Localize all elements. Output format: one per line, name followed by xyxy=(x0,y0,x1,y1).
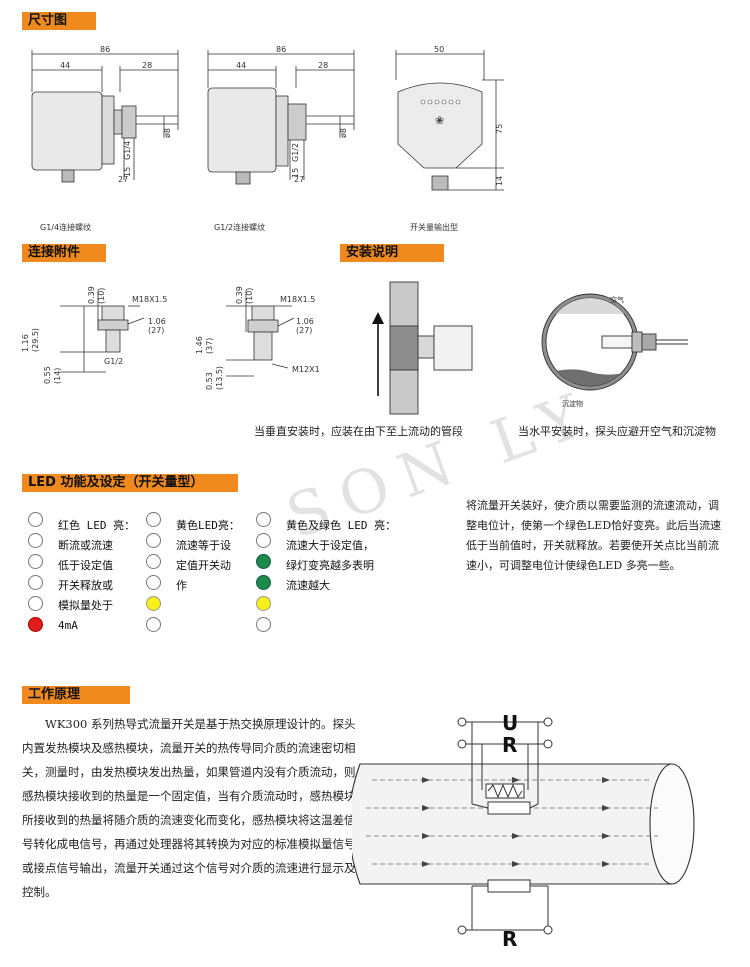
fitting-m12-drawing: 0.39 (10) M18X1.5 1.06 (27) 1.46 (37) 0.… xyxy=(196,286,320,390)
svg-text:ø8: ø8 xyxy=(163,128,172,138)
svg-text:1.06: 1.06 xyxy=(296,317,314,326)
led-indicator-off xyxy=(146,554,161,569)
svg-text:G1/4: G1/4 xyxy=(123,141,132,160)
svg-text:0.53: 0.53 xyxy=(205,372,214,390)
vertical-install-note: 当垂直安装时，应装在由下至上流动的管段 xyxy=(254,425,463,438)
svg-text:86: 86 xyxy=(100,45,110,54)
svg-text:U: U xyxy=(502,711,518,735)
dimension-drawing-g14: 86 44 28 ø8 G1/4 15 27 xyxy=(31,45,179,184)
svg-text:44: 44 xyxy=(60,61,70,70)
section-header-dimensions: 尺寸图 xyxy=(22,12,96,30)
led-col3-line: 绿灯变亮越多表明 xyxy=(286,559,374,572)
led-indicator-off xyxy=(146,533,161,548)
led-col3-text: 黄色及绿色 LED 亮： 流速大于设定值， 绿灯变亮越多表明 流速越大 xyxy=(286,516,396,596)
svg-text:0.39: 0.39 xyxy=(235,286,244,304)
svg-text:0.39: 0.39 xyxy=(87,286,96,304)
svg-text:(14): (14) xyxy=(53,368,62,384)
fitting-g12-drawing: 0.39 (10) M18X1.5 1.06 (27) 1.16 (29.5) … xyxy=(21,286,167,384)
svg-text:G1/2: G1/2 xyxy=(291,143,300,162)
led-col2-line: 作 xyxy=(176,579,187,592)
svg-text:(37): (37) xyxy=(205,338,214,354)
led-indicator-off xyxy=(256,617,271,632)
svg-text:(13.5): (13.5) xyxy=(215,366,224,390)
svg-text:G1/2: G1/2 xyxy=(104,357,123,366)
led-col2-line: 流速等于设 xyxy=(176,539,231,552)
led-indicator-off xyxy=(146,575,161,590)
working-principle-schematic: U R R xyxy=(352,711,695,951)
svg-text:R: R xyxy=(502,927,517,951)
svg-text:R: R xyxy=(502,733,517,757)
svg-text:(27): (27) xyxy=(148,326,164,335)
principle-paragraph: WK300 系列热导式流量开关是基于热交换原理设计的。探头内置发热模块及感热模块… xyxy=(22,717,356,899)
led-col3-line: 黄色及绿色 LED 亮： xyxy=(286,519,397,532)
svg-text:75: 75 xyxy=(495,124,504,134)
led-indicator-off xyxy=(28,512,43,527)
svg-text:ø8: ø8 xyxy=(339,128,348,138)
led-indicator-off xyxy=(28,596,43,611)
svg-text:沉淀物: 沉淀物 xyxy=(562,399,583,408)
led-col1-text: 红色 LED 亮： 断流或流速 低于设定值 开关释放或 模拟量处于 4mA xyxy=(58,516,135,636)
drawing2-caption: G1/2连接螺纹 xyxy=(214,223,266,232)
svg-text:(10): (10) xyxy=(245,288,254,304)
svg-text:M18X1.5: M18X1.5 xyxy=(280,295,315,304)
svg-text:❀: ❀ xyxy=(435,114,444,127)
led-indicator-off xyxy=(256,512,271,527)
drawing3-caption: 开关量输出型 xyxy=(410,223,458,232)
led-col1-line: 低于设定值 xyxy=(58,559,113,572)
svg-text:15: 15 xyxy=(123,167,132,177)
led-indicator-red xyxy=(28,617,43,632)
svg-text:15: 15 xyxy=(291,168,300,178)
svg-text:空气: 空气 xyxy=(610,295,624,304)
svg-text:0.55: 0.55 xyxy=(43,366,52,384)
svg-text:(27): (27) xyxy=(296,326,312,335)
svg-text:M12X1: M12X1 xyxy=(292,365,320,374)
svg-text:(10): (10) xyxy=(97,288,106,304)
led-col1-line: 红色 LED 亮： xyxy=(58,519,136,532)
svg-text:27: 27 xyxy=(294,175,304,184)
svg-text:14: 14 xyxy=(495,176,504,186)
svg-text:44: 44 xyxy=(236,61,246,70)
led-indicator-off xyxy=(28,575,43,590)
svg-text:1.16: 1.16 xyxy=(21,334,30,352)
led-col1-line: 断流或流速 xyxy=(58,539,113,552)
svg-text:28: 28 xyxy=(142,61,152,70)
led-description: 将流量开关装好，使介质以需要监测的流速流动，调整电位计，使第一个绿色LED恰好变… xyxy=(466,499,722,572)
svg-text:27: 27 xyxy=(118,175,128,184)
led-indicator-yellow xyxy=(256,596,271,611)
svg-text:1.06: 1.06 xyxy=(148,317,166,326)
section-header-principle: 工作原理 xyxy=(22,686,130,704)
svg-text:1.46: 1.46 xyxy=(196,336,204,354)
led-indicator-off xyxy=(256,533,271,548)
led-indicator-green xyxy=(256,554,271,569)
led-col1-line: 开关释放或 xyxy=(58,579,113,592)
led-col2-line: 定值开关动 xyxy=(176,559,231,572)
led-indicator-yellow xyxy=(146,596,161,611)
led-indicator-off xyxy=(146,512,161,527)
drawing1-caption: G1/4连接螺纹 xyxy=(40,223,92,232)
horizontal-install-note: 当水平安装时，探头应避开空气和沉淀物 xyxy=(518,425,716,438)
led-col1-line: 4mA xyxy=(58,619,78,632)
dimension-drawing-switch: ❀ 50 75 14 xyxy=(395,45,504,191)
svg-text:86: 86 xyxy=(276,45,286,54)
section-header-installation: 安装说明 xyxy=(340,244,444,262)
led-col2-text: 黄色LED亮： 流速等于设 定值开关动 作 xyxy=(176,516,240,596)
led-indicator-off xyxy=(28,554,43,569)
section-header-accessories: 连接附件 xyxy=(22,244,106,262)
led-col2-line: 黄色LED亮： xyxy=(176,519,240,532)
led-indicator-off xyxy=(146,617,161,632)
dimension-drawing-g12: 86 44 28 ø8 G1/2 15 27 xyxy=(207,45,355,185)
svg-text:M18X1.5: M18X1.5 xyxy=(132,295,167,304)
svg-text:50: 50 xyxy=(434,45,444,54)
vertical-install-diagram xyxy=(372,281,473,415)
section-header-led: LED 功能及设定（开关量型） xyxy=(22,474,238,492)
horizontal-install-diagram: 空气 沉淀物 xyxy=(541,293,688,408)
led-indicator-off xyxy=(28,533,43,548)
led-col3-line: 流速越大 xyxy=(286,579,330,592)
led-indicator-green xyxy=(256,575,271,590)
led-col1-line: 模拟量处于 xyxy=(58,599,113,612)
led-col3-line: 流速大于设定值， xyxy=(286,539,374,552)
svg-text:(29.5): (29.5) xyxy=(31,328,40,352)
svg-text:28: 28 xyxy=(318,61,328,70)
